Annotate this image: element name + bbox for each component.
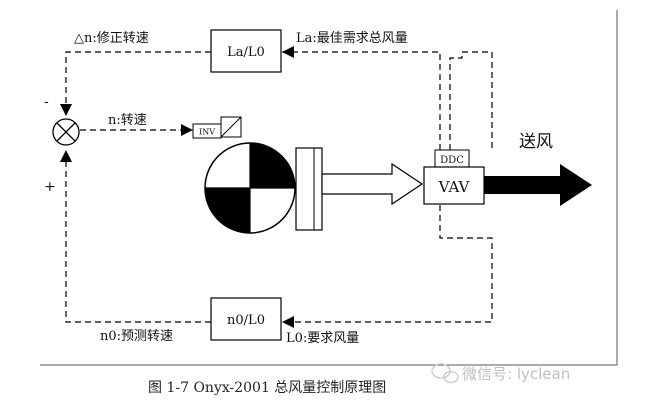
vav-box-label: VAV [438,178,471,196]
la-l0-box-label: La/L0 [227,45,265,60]
minus-sign: - [44,94,49,110]
arrow-into-la-box [282,46,294,58]
summing-junction [52,118,80,146]
n-speed-label: n:转速 [108,113,147,128]
supply-air-arrow [484,164,592,206]
la-l0-box: La/L0 [210,29,282,73]
inv-box-label: INV [199,128,215,137]
n0-l0-box-label: n0/L0 [227,313,265,328]
figure-caption: 图 1-7 Onyx-2001 总风量控制原理图 [148,380,386,396]
la-description-label: La:最佳需求总风量 [296,31,408,46]
ddc-box-label: DDC [440,155,464,166]
wechat-watermark: 微信号: lyclean [431,363,570,384]
watermark-text: 微信号: lyclean [462,365,570,383]
arrow-into-summing-bottom [60,150,72,162]
airflow-arrow [321,162,424,206]
n0-l0-box: n0/L0 [210,297,282,341]
wechat-icon [431,363,459,384]
arrow-into-summing-top [60,104,72,116]
supply-air-label: 送风 [519,132,553,152]
inverter-block [220,116,242,138]
vav-box: VAV [423,166,485,205]
plus-sign: + [44,179,56,195]
arrow-into-inv [181,124,193,136]
delta-n-label: △n:修正转速 [74,31,149,46]
arrow-into-n0-box [282,316,294,328]
n0-description-label: n0:预测转速 [100,329,173,344]
inv-box: INV [192,123,222,139]
dashed-signal-lines [65,51,493,323]
fan-icon [204,142,323,234]
ddc-box: DDC [434,149,470,168]
l0-description-label: L0:要求风量 [286,331,359,346]
